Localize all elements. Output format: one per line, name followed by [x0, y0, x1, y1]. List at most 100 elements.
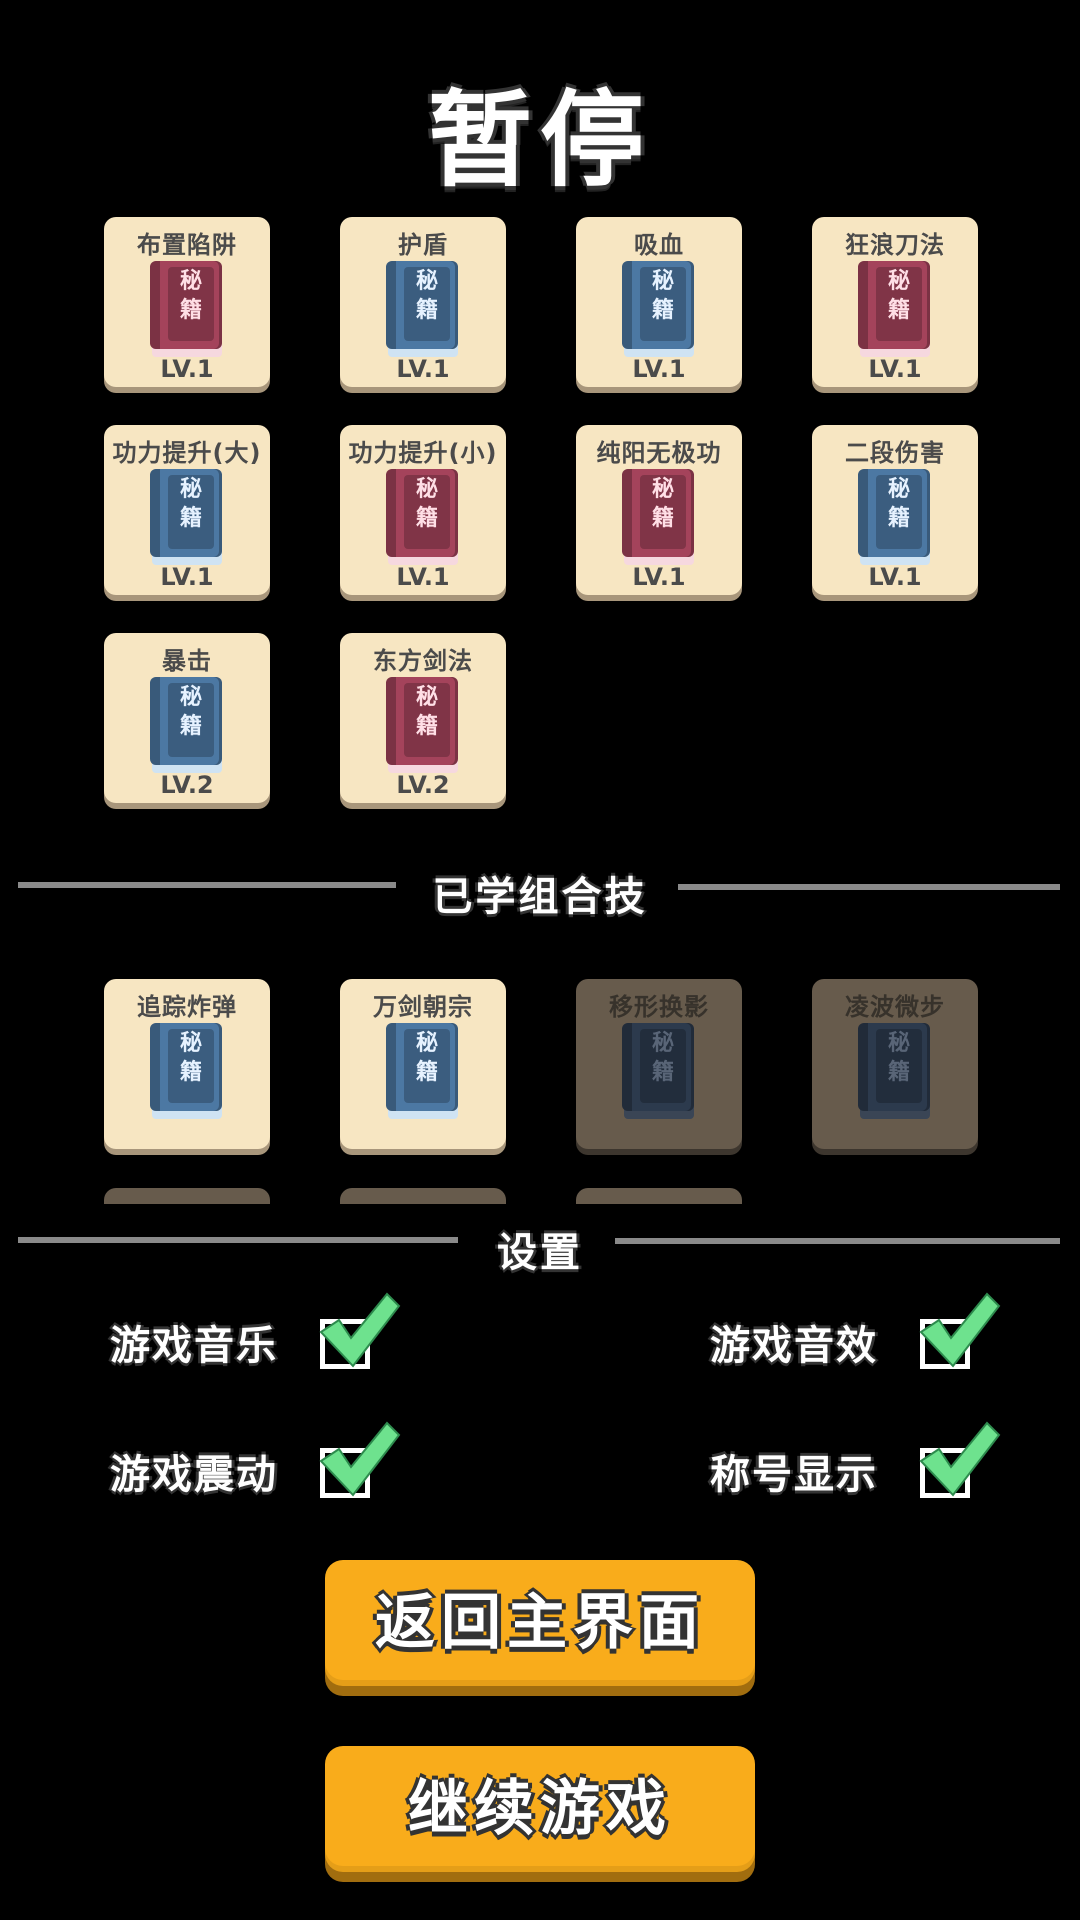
checkmark-icon: [319, 1292, 401, 1368]
book-char: 籍: [651, 506, 674, 531]
secret-book-icon: 秘籍: [858, 1023, 930, 1119]
setting-checkbox[interactable]: [919, 1292, 1001, 1369]
checkmark-icon: [919, 1421, 1001, 1497]
skill-level: LV.1: [868, 563, 922, 591]
skill-name: 二段伤害: [845, 439, 945, 467]
book-char: 秘: [415, 269, 438, 294]
book-char: 籍: [887, 506, 910, 531]
combo-card-locked[interactable]: 凌波微步秘籍: [812, 979, 978, 1149]
skill-name: 功力提升(小): [348, 439, 498, 467]
book-char: 秘: [415, 477, 438, 502]
checkmark-icon: [319, 1421, 401, 1497]
skill-name: 东方剑法: [373, 647, 473, 675]
setting-row: 称号显示: [710, 1421, 1010, 1502]
book-char: 秘: [179, 1031, 202, 1056]
settings-divider-left: [18, 1237, 458, 1243]
skill-level: LV.1: [160, 355, 214, 383]
setting-checkbox[interactable]: [319, 1421, 401, 1498]
skill-card[interactable]: 纯阳无极功秘籍 LV.1: [576, 425, 742, 595]
skill-level: LV.1: [160, 563, 214, 591]
book-char: 籍: [179, 506, 202, 531]
skill-name: 布置陷阱: [137, 231, 237, 259]
settings-divider-right: [615, 1238, 1060, 1244]
setting-checkbox[interactable]: [919, 1421, 1001, 1498]
page-title: 暂停: [427, 79, 652, 201]
return-home-button[interactable]: 返回主界面: [325, 1560, 755, 1686]
setting-checkbox[interactable]: [319, 1292, 401, 1369]
book-char: 籍: [887, 1060, 910, 1085]
skill-name: 狂浪刀法: [845, 231, 945, 259]
setting-label: 游戏音乐: [110, 1323, 278, 1369]
book-char: 秘: [887, 269, 910, 294]
book-char: 秘: [651, 1031, 674, 1056]
secret-book-icon: 秘籍: [386, 677, 458, 773]
setting-row: 游戏音效: [710, 1292, 1010, 1373]
book-char: 籍: [415, 714, 438, 739]
skill-level: LV.1: [632, 355, 686, 383]
secret-book-icon: 秘籍: [150, 261, 222, 357]
book-char: 籍: [651, 1060, 674, 1085]
combo-name: 凌波微步: [845, 993, 945, 1021]
book-char: 秘: [415, 1031, 438, 1056]
combo-name: 移形换影: [609, 993, 709, 1021]
skill-name: 护盾: [398, 231, 448, 259]
combo-name: 追踪炸弹: [137, 993, 237, 1021]
book-char: 籍: [179, 1060, 202, 1085]
book-char: 籍: [179, 298, 202, 323]
book-char: 秘: [651, 477, 674, 502]
book-char: 秘: [887, 477, 910, 502]
skill-level: LV.1: [868, 355, 922, 383]
secret-book-icon: 秘籍: [622, 1023, 694, 1119]
combo-card[interactable]: 追踪炸弹秘籍: [104, 979, 270, 1149]
skill-name: 纯阳无极功: [596, 439, 722, 467]
setting-row: 游戏震动: [110, 1421, 410, 1502]
checkmark-icon: [919, 1292, 1001, 1368]
secret-book-icon: 秘籍: [150, 677, 222, 773]
book-char: 秘: [179, 269, 202, 294]
combo-divider-left: [18, 882, 396, 888]
combo-divider-right: [678, 884, 1060, 890]
book-char: 籍: [415, 298, 438, 323]
skill-level: LV.1: [632, 563, 686, 591]
skill-level: LV.2: [160, 771, 214, 799]
secret-book-icon: 秘籍: [858, 261, 930, 357]
book-char: 籍: [415, 506, 438, 531]
book-char: 籍: [179, 714, 202, 739]
settings-section-title: 设置: [497, 1230, 583, 1276]
book-char: 籍: [415, 1060, 438, 1085]
setting-row: 游戏音乐: [110, 1292, 410, 1373]
book-char: 秘: [651, 269, 674, 294]
skill-name: 功力提升(大): [112, 439, 262, 467]
combo-section-title: 已学组合技: [432, 874, 648, 920]
setting-label: 游戏震动: [110, 1452, 278, 1498]
skill-level: LV.2: [396, 771, 450, 799]
continue-game-button[interactable]: 继续游戏: [325, 1746, 755, 1872]
setting-label: 游戏音效: [710, 1323, 878, 1369]
secret-book-icon: 秘籍: [386, 261, 458, 357]
secret-book-icon: 秘籍: [150, 469, 222, 565]
setting-label: 称号显示: [710, 1452, 878, 1498]
secret-book-icon: 秘籍: [386, 1023, 458, 1119]
secret-book-icon: 秘籍: [386, 469, 458, 565]
book-char: 秘: [179, 685, 202, 710]
combo-list-overflow: [104, 1188, 824, 1204]
skill-level: LV.1: [396, 563, 450, 591]
book-char: 籍: [651, 298, 674, 323]
secret-book-icon: 秘籍: [858, 469, 930, 565]
skill-level: LV.1: [396, 355, 450, 383]
combo-card-locked[interactable]: 移形换影秘籍: [576, 979, 742, 1149]
combo-card-partial: [576, 1188, 742, 1204]
skill-name: 暴击: [162, 647, 212, 675]
combo-card[interactable]: 万剑朝宗秘籍: [340, 979, 506, 1149]
book-char: 秘: [415, 685, 438, 710]
